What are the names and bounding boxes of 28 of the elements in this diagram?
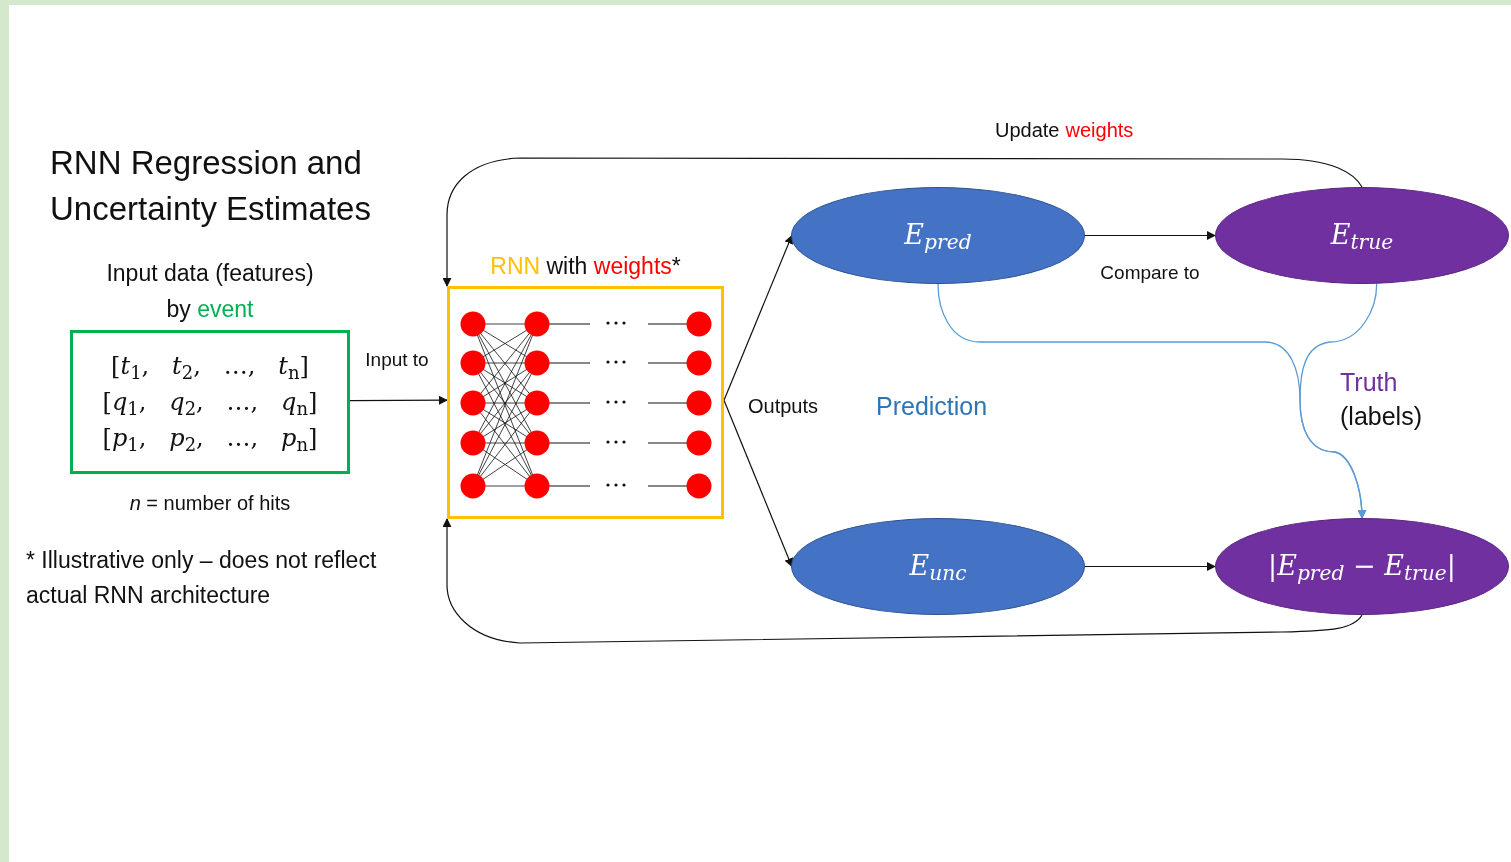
arrow [1299,283,1378,519]
data-row-text: [q$_{1}$, q$_{2}$, …, q$_{n}$] [102,387,318,420]
arrow [442,518,1363,644]
arrow [723,399,793,568]
arrow [1084,231,1216,240]
data-row-text: [t$_{1}$, t$_{2}$, …, t$_{n}$] [111,351,309,384]
text-label: weights [1065,118,1134,143]
math-label: E$_{pred}$ [904,218,972,256]
data-row-text: [p$_{1}$, p$_{2}$, …, p$_{n}$] [102,423,318,456]
math-label: |E$_{pred}$ − E$_{true}$| [1268,549,1456,587]
math-label: E$_{unc}$ [909,549,967,587]
arrow [349,395,448,405]
text-label: Prediction [876,391,988,422]
text-label: Truth [1340,367,1398,398]
arrow [1084,562,1216,571]
arrow [723,234,793,401]
title: RNN Regression and Uncertainty Estimates [50,143,372,229]
node-label: n = number of hits [128,491,292,516]
text-label: * Illustrative only – does not reflect actual RNN architecture [26,546,378,610]
text-label: Outputs [748,394,819,419]
text-label: (labels) [1340,401,1422,432]
math-label: E$_{true}$ [1330,218,1394,256]
arrow [442,157,1363,287]
network-box [447,286,724,519]
box-heading: RNN with weights* [489,252,682,281]
data-box [70,330,350,474]
box-heading: Input data (features) by event [105,259,315,324]
text-label: Update [995,118,1060,143]
